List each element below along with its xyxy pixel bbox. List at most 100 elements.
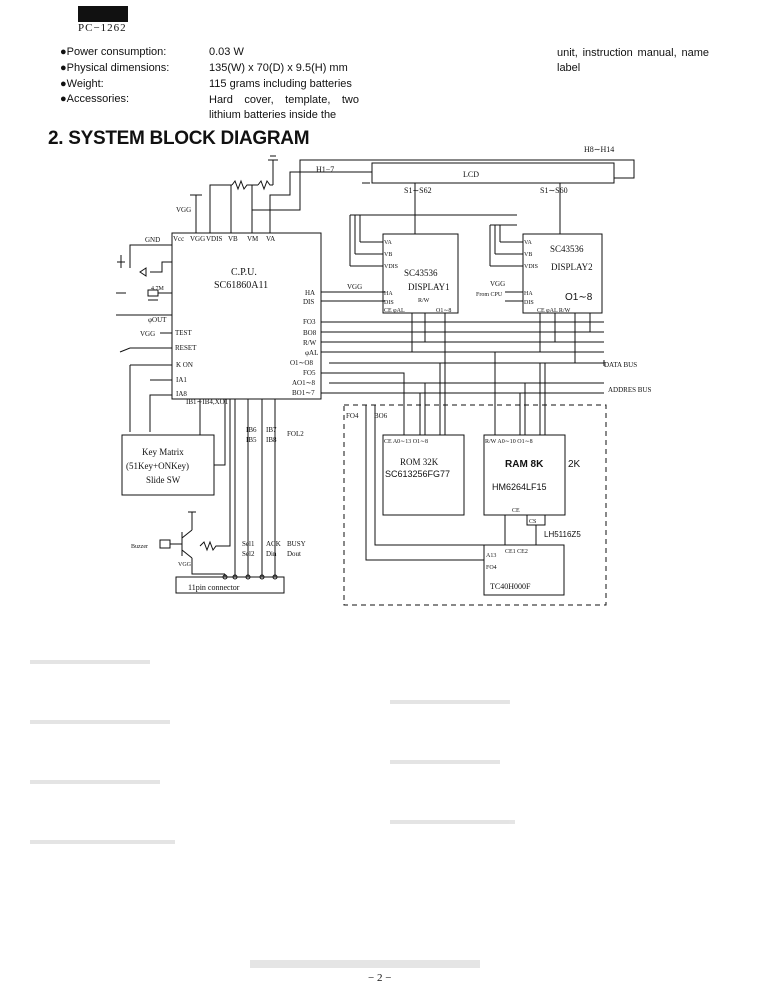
display2-io: O1∼8 — [565, 292, 593, 303]
bo6-label: BO6 — [374, 412, 388, 420]
connector-sig-busy: BUSY — [287, 540, 306, 548]
spec-value-dimensions: 135(W) x 70(D) x 9.5(H) mm — [209, 62, 348, 74]
ram-part: HM6264LF15 — [492, 482, 547, 492]
power-resistor-network — [190, 155, 635, 233]
connector-label: 11pin connector — [188, 583, 240, 592]
lcd-block — [362, 162, 615, 184]
lh-part-label: LH5116Z5 — [544, 530, 581, 539]
cpu-pin-test: TEST — [175, 329, 192, 337]
lcd-seg1: S1∼S62 — [404, 186, 432, 195]
lcd-label: LCD — [463, 170, 479, 179]
display1-name: DISPLAY1 — [408, 282, 450, 292]
display2-wiring — [489, 183, 591, 363]
memory-module-boundary — [343, 404, 607, 606]
display1-ce-phial: CE φAL — [384, 308, 405, 314]
address-bus-label: ADDRES BUS — [608, 386, 651, 394]
display2-pin-vb: VB — [524, 252, 532, 258]
spec-value-power: 0.03 W — [209, 46, 244, 58]
ram-pins: R/W A0∼10 O1∼8 — [485, 439, 533, 445]
model-label-bar — [78, 6, 128, 22]
spec-label-accessories: ●Accessories: — [60, 93, 129, 105]
display1-pin-dis: DIS — [384, 300, 394, 306]
display1-block — [382, 233, 459, 314]
vgg-disp-label: VGG — [347, 283, 362, 291]
rom-part: SC613256FG77 — [385, 469, 450, 479]
tc-fo4: FO4 — [486, 565, 497, 571]
memory-wiring — [365, 352, 546, 561]
bleed-through-marks — [30, 660, 515, 968]
rom-name: ROM 32K — [400, 457, 439, 467]
connector-block — [175, 576, 285, 594]
gnd-components — [116, 244, 172, 316]
display2-bottom: CE φAL R/W — [537, 308, 571, 314]
test-reset-wiring — [119, 332, 172, 432]
key-matrix-line2: (51Key+ONKey) — [126, 461, 189, 471]
tc-a13: A13 — [486, 553, 496, 559]
spec-label-power: ●Power consumption: — [60, 46, 167, 58]
spec-label-dimensions: ●Physical dimensions: — [60, 62, 170, 74]
model-number: PC−1262 — [78, 22, 127, 34]
cpu-pin-fo5: FO5 — [303, 369, 316, 377]
cpu-pin-dis: DIS — [303, 298, 314, 306]
ram-block — [483, 434, 566, 516]
cpu-pin-vcc: Vcc — [173, 235, 184, 243]
display1-part: SC43536 — [404, 268, 438, 278]
display1-pin-ha: HA — [384, 291, 393, 297]
cpu-pin-rw: R/W — [303, 339, 317, 347]
cpu-pin-ib6: IB6 — [246, 426, 257, 434]
cpu-pin-ib7: IB7 — [266, 426, 277, 434]
display1-wiring — [349, 183, 517, 363]
vgg-test-label: VGG — [140, 330, 155, 338]
cpu-pin-fol2: FOL2 — [287, 430, 304, 438]
fo4-top-label: FO4 — [346, 412, 359, 420]
display1-rw: R/W — [418, 298, 430, 304]
cpu-pin-phial: φAL — [305, 349, 318, 357]
rom-pins: CE A0∼13 O1∼8 — [384, 439, 428, 445]
display2-block — [522, 233, 603, 314]
key-matrix-wiring — [199, 399, 226, 466]
cpu-pin-ib1-ib4: IB1∼IB4,XO1 — [186, 398, 229, 406]
crystal-label: 4.7M — [151, 286, 165, 292]
cpu-pin-vb: VB — [228, 235, 238, 243]
cpu-pin-o1-o8: O1∼O8 — [290, 359, 313, 367]
cpu-pin-ib8: IB8 — [266, 436, 277, 444]
display2-part: SC43536 — [550, 244, 584, 254]
tc-pins: CE1 CE2 — [505, 549, 528, 555]
display2-pin-ha: HA — [524, 291, 533, 297]
cpu-pin-fo3: FO3 — [303, 318, 316, 326]
connector-sig-ack: ACK — [266, 540, 281, 548]
display2-name: DISPLAY2 — [551, 262, 593, 272]
cpu-part: SC61860A11 — [214, 280, 268, 291]
section-title: 2. SYSTEM BLOCK DIAGRAM — [48, 128, 310, 149]
page-number: − 2 − — [368, 972, 392, 984]
cpu-bus-lines — [321, 291, 605, 435]
ram-cs: CS — [529, 519, 536, 525]
display1-pin-va: VA — [384, 240, 393, 246]
data-bus-label: DATA BUS — [604, 361, 637, 369]
display1-pin-vdis: VDIS — [384, 264, 398, 270]
cpu-pin-ao1-8: AO1∼8 — [292, 379, 315, 387]
cpu-pin-va: VA — [266, 235, 275, 243]
lcd-h1-7: H1−7 — [316, 165, 334, 174]
spec-label-weight: ●Weight: — [60, 78, 104, 90]
ram-name: RAM 8K — [505, 459, 544, 470]
ram-ce: CE — [512, 508, 520, 514]
cpu-pin-ib5: IB5 — [246, 436, 257, 444]
phi-out-label: φOUT — [148, 316, 167, 324]
vgg-disp2-label: VGG — [490, 280, 505, 288]
cpu-pin-ia8: IA8 — [176, 390, 187, 398]
cpu-pin-ia1: IA1 — [176, 376, 187, 384]
connector-wiring — [222, 399, 278, 580]
key-matrix-line1: Key Matrix — [142, 447, 184, 457]
lcd-h8-14: H8∼H14 — [584, 145, 614, 154]
cpu-pin-ha: HA — [305, 289, 315, 297]
cpu-pin-vm: VM — [247, 235, 259, 243]
display1-io: O1∼8 — [436, 308, 451, 314]
display2-pin-vdis: VDIS — [524, 264, 538, 270]
gnd-label: GND — [145, 236, 160, 244]
cpu-block — [171, 232, 322, 400]
vgg-buzzer-label: VGG — [178, 562, 192, 568]
key-matrix-line3: Slide SW — [146, 475, 181, 485]
buzzer-circuit — [159, 399, 231, 575]
